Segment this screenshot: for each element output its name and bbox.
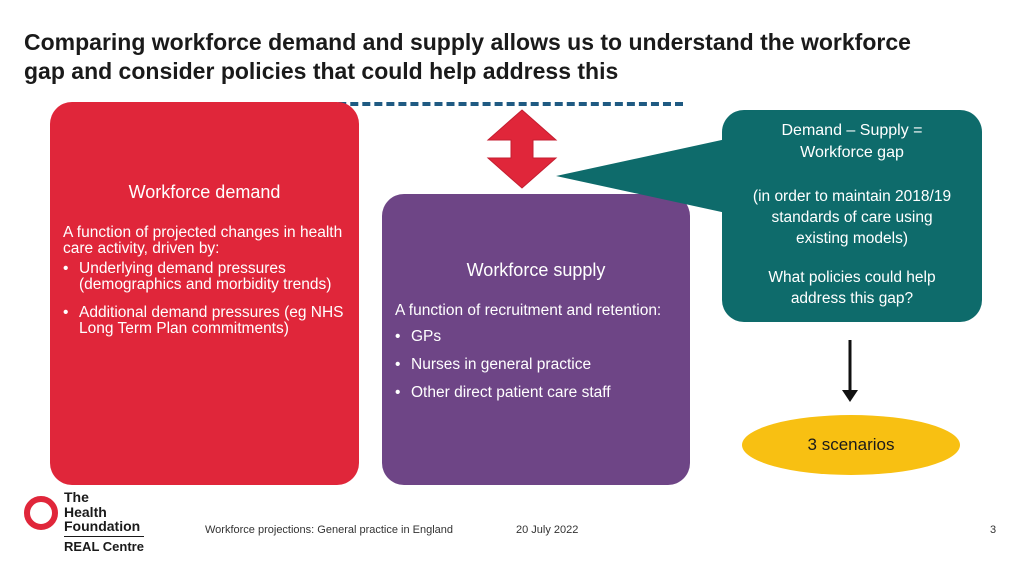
gap-note-line: existing models) (796, 230, 908, 247)
logo-name-line: The (64, 489, 89, 505)
supply-bullet: GPs (395, 329, 690, 346)
supply-intro: A function of recruitment and retention: (395, 302, 662, 319)
logo-name-line: Health (64, 503, 107, 520)
callout-pointer (556, 136, 740, 216)
gap-note-line: (in order to maintain 2018/19 (752, 188, 952, 205)
scenarios-ellipse: 3 scenarios (742, 415, 960, 475)
workforce-supply-box: Workforce supply A function of recruitme… (382, 194, 690, 485)
gap-question-line: address this gap? (790, 290, 914, 307)
supply-bullet: Nurses in general practice (395, 357, 690, 374)
supply-bullet-list: GPs Nurses in general practice Other dir… (395, 329, 690, 402)
demand-heading: Workforce demand (128, 182, 281, 202)
demand-bullet-list: Underlying demand pressures (demographic… (63, 261, 359, 337)
demand-intro: A function of projected changes in healt… (63, 224, 343, 257)
health-foundation-logo: The Health Foundation REAL Centre (22, 490, 152, 560)
workforce-demand-box: Workforce demand A function of projected… (50, 102, 359, 485)
logo-subtitle: REAL Centre (64, 536, 144, 554)
logo-ring-icon (24, 496, 58, 530)
supply-bullet: Other direct patient care staff (395, 385, 690, 402)
double-headed-arrow-icon (486, 109, 558, 189)
scenarios-label: 3 scenarios (807, 435, 895, 454)
gap-question-line: What policies could help (768, 269, 936, 286)
down-arrow-icon (842, 390, 858, 402)
workforce-gap-callout: Demand – Supply = Workforce gap (in orde… (722, 110, 982, 322)
demand-bullet: Additional demand pressures (eg NHS Long… (63, 305, 359, 337)
gap-note-line: standards of care using (771, 209, 933, 226)
footer-source: Workforce projections: General practice … (205, 524, 454, 536)
footer-date: 20 July 2022 (516, 524, 579, 536)
logo-name-line: Foundation (64, 518, 141, 534)
page-number: 3 (990, 524, 997, 536)
gap-label: Workforce gap (800, 144, 904, 161)
dashed-divider (218, 102, 683, 106)
gap-equation: Demand – Supply = (781, 122, 923, 139)
demand-bullet: Underlying demand pressures (demographic… (63, 261, 359, 293)
slide-title: Comparing workforce demand and supply al… (24, 29, 911, 84)
logo-name: The Health Foundation (64, 490, 140, 534)
supply-heading: Workforce supply (466, 260, 606, 280)
